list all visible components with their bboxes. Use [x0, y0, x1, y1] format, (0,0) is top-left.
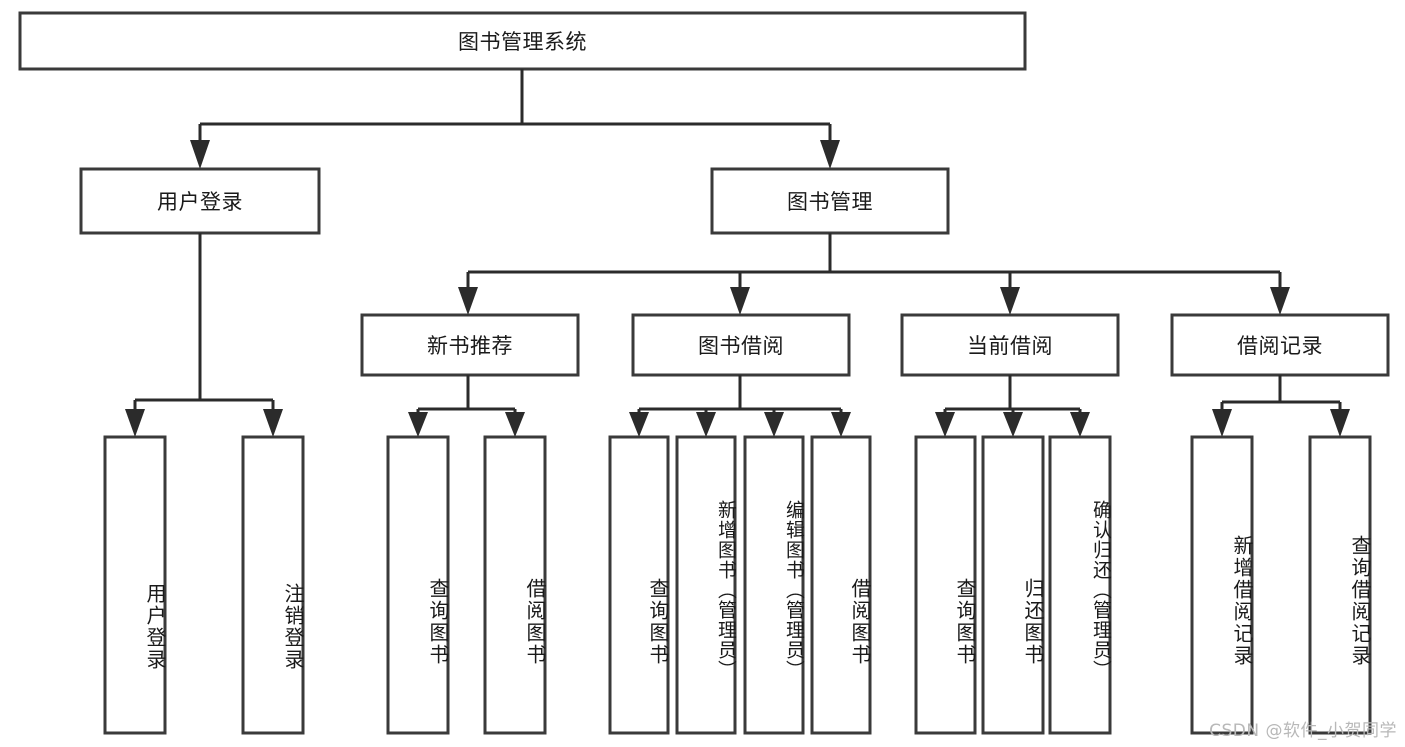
- node-box-leaf-nb-query[interactable]: [386, 435, 450, 735]
- arrow-head-leaf-bb-edit: [764, 412, 784, 437]
- connector-book-borrow-to-leaves: [629, 375, 851, 437]
- connector-borrow-record-to-leaves: [1212, 375, 1350, 437]
- node-box-leaf-cb-return[interactable]: [981, 435, 1045, 735]
- arrow-head-leaf-bb-borrow: [831, 412, 851, 437]
- csdn-watermark: CSDN @软件_小贺同学: [1209, 721, 1397, 741]
- node-box-leaf-cb-query[interactable]: [914, 435, 977, 735]
- node-box-leaf-nb-borrow[interactable]: [483, 435, 547, 735]
- arrow-head-leaf-bb-add: [696, 412, 716, 437]
- connector-root-to-level2: [190, 69, 840, 169]
- node-box-new-book-recommend[interactable]: [360, 313, 580, 377]
- node-box-leaf-cb-confirm[interactable]: [1048, 435, 1112, 735]
- arrow-head-leaf-cb-query: [935, 412, 955, 437]
- arrow-head-current-borrow: [1000, 287, 1020, 315]
- arrow-head-book-borrow: [730, 287, 750, 315]
- connector-current-borrow-to-leaves: [935, 375, 1090, 437]
- node-box-leaf-br-add[interactable]: [1190, 435, 1254, 735]
- node-box-root[interactable]: [18, 11, 1027, 71]
- arrow-head-leaf-user-login: [125, 409, 145, 437]
- node-box-leaf-bb-edit[interactable]: [743, 435, 805, 735]
- node-box-leaf-bb-query[interactable]: [608, 435, 670, 735]
- arrow-head-new-book-recommend: [458, 287, 478, 315]
- node-box-current-borrow[interactable]: [900, 313, 1120, 377]
- node-box-user-login[interactable]: [79, 167, 321, 235]
- connector-book-manage-to-level3: [458, 233, 1290, 315]
- arrow-head-leaf-br-add: [1212, 409, 1232, 437]
- node-box-leaf-user-logout[interactable]: [241, 435, 305, 735]
- node-box-leaf-br-query[interactable]: [1308, 435, 1372, 735]
- arrow-head-leaf-cb-return: [1003, 412, 1023, 437]
- arrow-head-leaf-br-query: [1330, 409, 1350, 437]
- arrow-head-user-login: [190, 140, 210, 169]
- node-box-borrow-record[interactable]: [1170, 313, 1390, 377]
- node-box-book-manage[interactable]: [710, 167, 950, 235]
- connector-user-login-to-leaves: [125, 233, 283, 437]
- arrow-head-leaf-user-logout: [263, 409, 283, 437]
- arrow-head-leaf-nb-query: [408, 412, 428, 437]
- arrow-head-book-manage: [820, 140, 840, 169]
- arrow-head-leaf-cb-confirm: [1070, 412, 1090, 437]
- arrow-head-leaf-nb-borrow: [505, 412, 525, 437]
- arrow-head-leaf-bb-query: [629, 412, 649, 437]
- arrow-head-borrow-record: [1270, 287, 1290, 315]
- node-box-leaf-user-login[interactable]: [103, 435, 167, 735]
- node-box-leaf-bb-add[interactable]: [675, 435, 737, 735]
- node-box-leaf-bb-borrow[interactable]: [810, 435, 872, 735]
- node-box-book-borrow[interactable]: [631, 313, 851, 377]
- connector-new-book-recommend-to-leaves: [408, 375, 525, 437]
